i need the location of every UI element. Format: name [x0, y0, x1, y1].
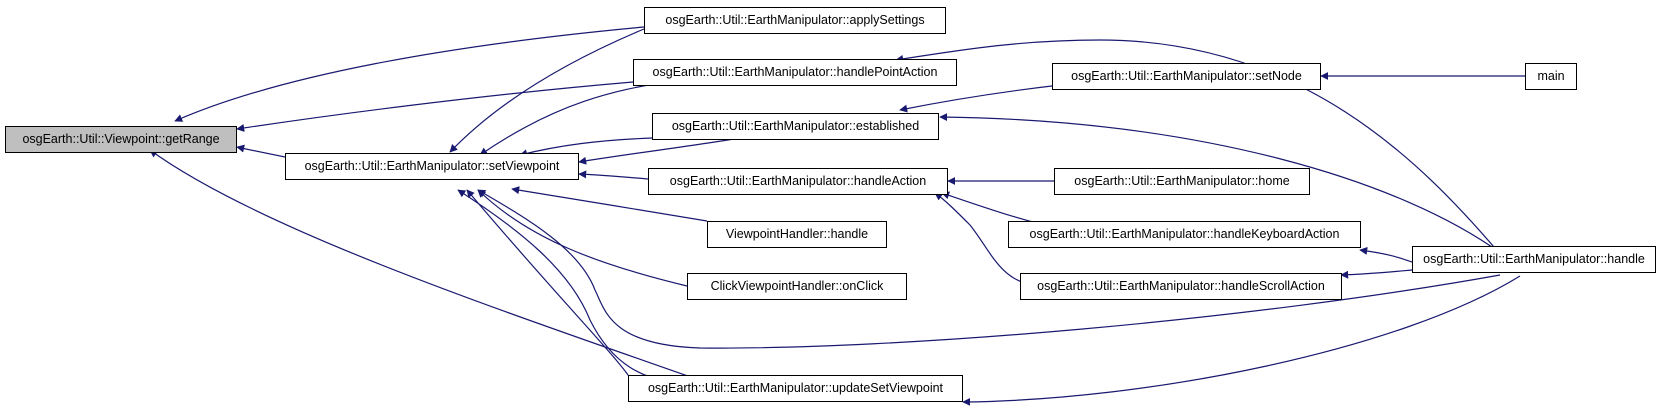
edge-established1-setViewpoint — [519, 137, 653, 158]
node-label: osgEarth::Util::EarthManipulator::update… — [647, 381, 944, 396]
edge-updateSetViewpoint2-setViewpoint — [457, 189, 703, 386]
node-label: osgEarth::Util::EarthManipulator::setVie… — [304, 159, 560, 174]
edge-handlePointAction-setViewpoint — [479, 81, 666, 156]
node-home[interactable]: osgEarth::Util::EarthManipulator::home — [1054, 168, 1310, 195]
node-established[interactable]: osgEarth::Util::EarthManipulator::establ… — [652, 113, 939, 140]
node-handleAction[interactable]: osgEarth::Util::EarthManipulator::handle… — [648, 168, 948, 195]
edge-applySettings-getRange — [174, 26, 645, 122]
node-label: ClickViewpointHandler::onClick — [710, 279, 884, 294]
node-setViewpoint[interactable]: osgEarth::Util::EarthManipulator::setVie… — [285, 153, 579, 180]
edge-emHandle-handleScrollAction — [1340, 269, 1413, 279]
node-updateSetViewpoint[interactable]: osgEarth::Util::EarthManipulator::update… — [628, 375, 963, 402]
node-label: osgEarth::Util::EarthManipulator::handle… — [1037, 279, 1325, 294]
node-label: osgEarth::Util::Viewpoint::getRange — [22, 132, 220, 147]
node-vpHandle[interactable]: ViewpointHandler::handle — [707, 221, 887, 248]
edge-vpHandle-setViewpoint — [511, 186, 708, 222]
edge-emHandle-updateSetViewpoint — [962, 275, 1521, 406]
node-label: osgEarth::Util::EarthManipulator::handle… — [1029, 227, 1340, 242]
edge-emHandle-established — [939, 113, 1503, 255]
node-label: osgEarth::Util::EarthManipulator::establ… — [671, 119, 920, 134]
edge-updateSetViewpoint1-setViewpoint — [466, 189, 633, 382]
edge-applySettings-setViewpoint — [449, 28, 645, 153]
edge-setViewpoint-getRange — [236, 144, 286, 158]
edge-handleScrollAction-handleAction — [934, 192, 1034, 286]
node-onClick[interactable]: ClickViewpointHandler::onClick — [687, 273, 907, 300]
edge-handlePointAction-getRange — [236, 81, 634, 132]
node-label: osgEarth::Util::EarthManipulator::handle — [1423, 252, 1645, 267]
node-applySettings[interactable]: osgEarth::Util::EarthManipulator::applyS… — [644, 7, 946, 34]
node-handlePointAction[interactable]: osgEarth::Util::EarthManipulator::handle… — [633, 59, 957, 86]
node-label: main — [1537, 69, 1565, 84]
node-handleKeyboardAction[interactable]: osgEarth::Util::EarthManipulator::handle… — [1008, 221, 1361, 248]
node-label: osgEarth::Util::EarthManipulator::home — [1074, 174, 1290, 189]
edge-setNode-established — [899, 84, 1061, 113]
node-handleScrollAction[interactable]: osgEarth::Util::EarthManipulator::handle… — [1020, 273, 1342, 300]
node-getRange: osgEarth::Util::Viewpoint::getRange — [5, 126, 237, 153]
node-label: osgEarth::Util::EarthManipulator::handle… — [669, 174, 927, 189]
edge-handleAction-setViewpoint — [578, 170, 649, 180]
edge-emHandle-handlePointAction — [895, 39, 1501, 255]
node-setNode[interactable]: osgEarth::Util::EarthManipulator::setNod… — [1052, 63, 1321, 90]
edge-established2-setViewpoint — [578, 137, 741, 165]
node-label: osgEarth::Util::EarthManipulator::handle… — [652, 65, 938, 80]
edge-emHandle-handleKeyboardAction — [1359, 246, 1413, 263]
node-label: osgEarth::Util::EarthManipulator::setNod… — [1071, 69, 1302, 84]
node-label: osgEarth::Util::EarthManipulator::applyS… — [665, 13, 925, 28]
node-label: ViewpointHandler::handle — [725, 227, 869, 242]
node-main[interactable]: main — [1525, 63, 1577, 90]
edge-updateSetViewpoint-getRange — [149, 149, 703, 382]
edge-onClick-setViewpoint — [477, 189, 688, 287]
edge-emHandle-setViewpoint — [477, 189, 1501, 349]
node-emHandle[interactable]: osgEarth::Util::EarthManipulator::handle — [1412, 246, 1656, 273]
